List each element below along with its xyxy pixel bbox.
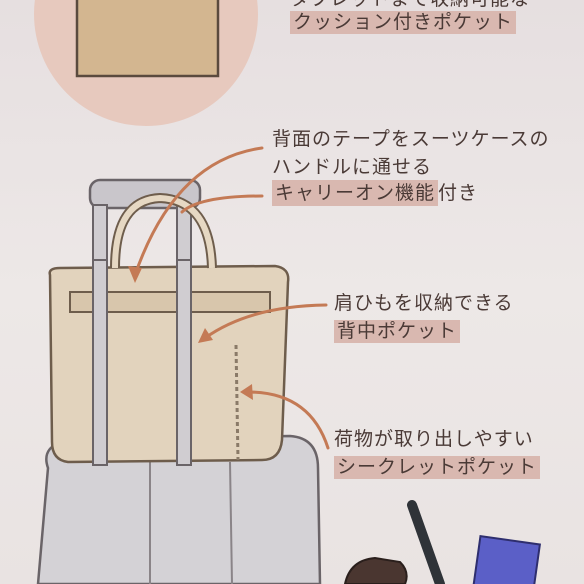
tote-handle [112,194,215,269]
secret-pocket-label: シークレットポケット [334,456,541,479]
back-pocket-arrow [203,303,328,340]
arrow-head [128,266,142,283]
carry-on-line2: ハンドルに通せる [272,156,433,178]
tote-bag-body [48,264,290,464]
notebook-drawing [470,534,542,584]
suitcase-body [36,434,322,584]
carry-on-line3: キャリーオン機能付き [272,180,479,206]
carry-on-strap [69,291,271,313]
carry-on-suffix: 付き [438,182,479,204]
suitcase-seam [229,461,233,584]
back-pocket-label: 背中ポケット [334,320,461,343]
carry-on-arrow-side [180,194,264,214]
secret-pocket-line1: 荷物が取り出しやすい [334,428,534,450]
carry-on-label: キャリーオン機能 [272,180,439,206]
carry-on-line1: 背面のテープをスーツケースの [272,128,550,150]
trolley-rail-left-front [92,259,108,466]
top-callout-prefix: タブレットまで収納可能な [290,0,530,10]
arrow-head [240,384,253,400]
carry-on-arrow [133,146,264,277]
pen-drawing [407,500,445,584]
cushion-pocket-label: クッション付きポケット [290,11,517,34]
secret-pocket-arrow [246,390,330,450]
pouch-drawing [343,556,408,584]
top-callout-line1: タブレットまで収納可能な [290,0,530,11]
secret-pocket-zip [234,344,240,461]
back-pocket-line1: 肩ひもを収納できる [334,292,514,314]
cushion-pocket-drawing [75,0,220,78]
arrow-head [198,328,213,343]
trolley-rail-right-front [176,259,192,466]
